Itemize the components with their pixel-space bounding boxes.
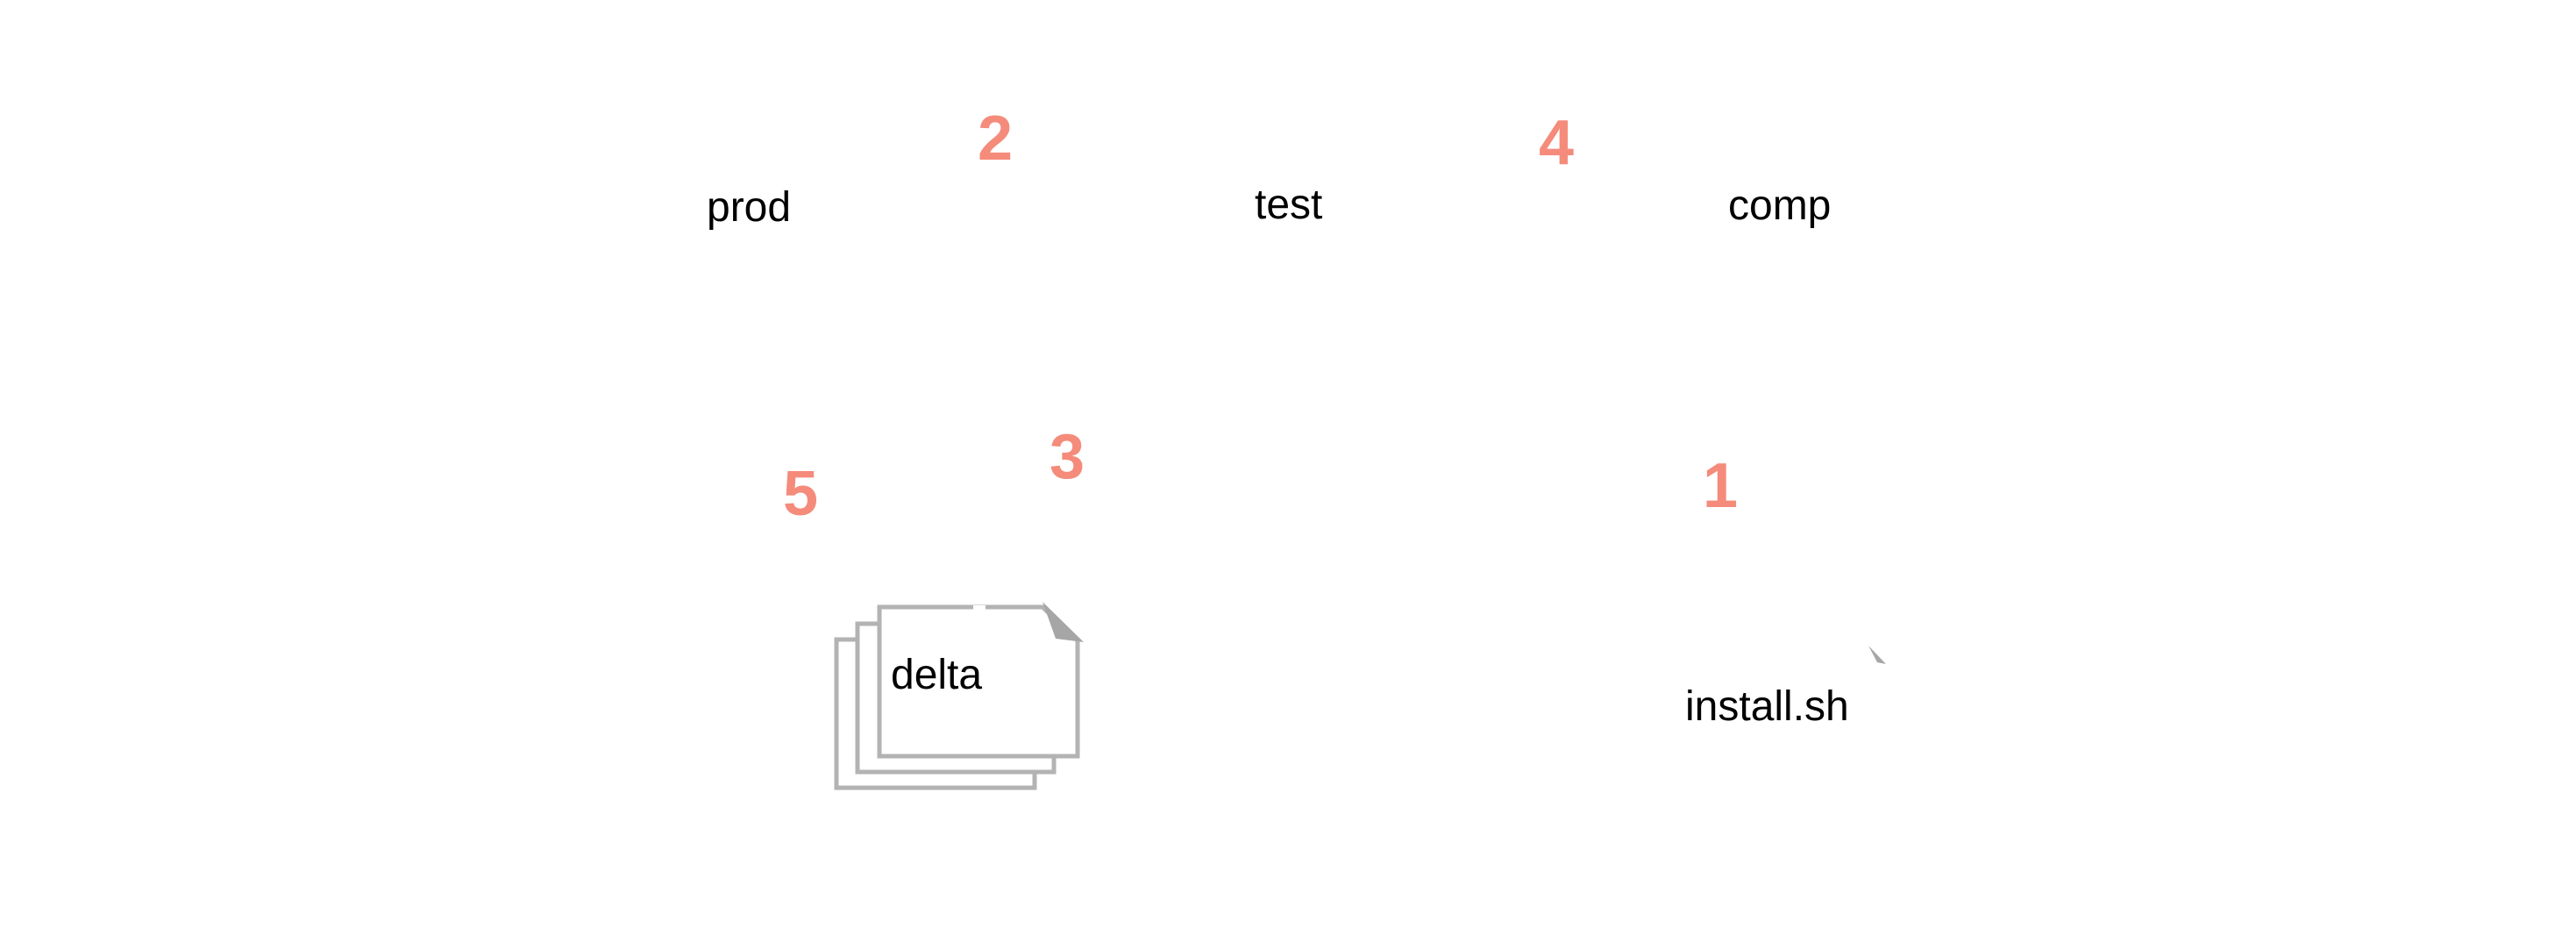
node-comp-label: comp [1728, 182, 1831, 229]
step-number-4: 4 [1539, 108, 1574, 178]
step-number-2: 2 [978, 104, 1013, 174]
step-number-1: 1 [1703, 451, 1738, 521]
document-fold-icon [1868, 646, 1886, 664]
step-number-5: 5 [783, 459, 818, 529]
page-fold-corner [1042, 602, 1084, 642]
node-install-label: install.sh [1685, 683, 1849, 730]
node-prod-label: prod [707, 184, 791, 231]
stacked-documents-icon [834, 602, 1084, 790]
stack-page-front [877, 604, 1080, 759]
node-test-label: test [1255, 182, 1322, 228]
step-number-3: 3 [1050, 422, 1085, 492]
node-delta-label: delta [891, 652, 982, 698]
